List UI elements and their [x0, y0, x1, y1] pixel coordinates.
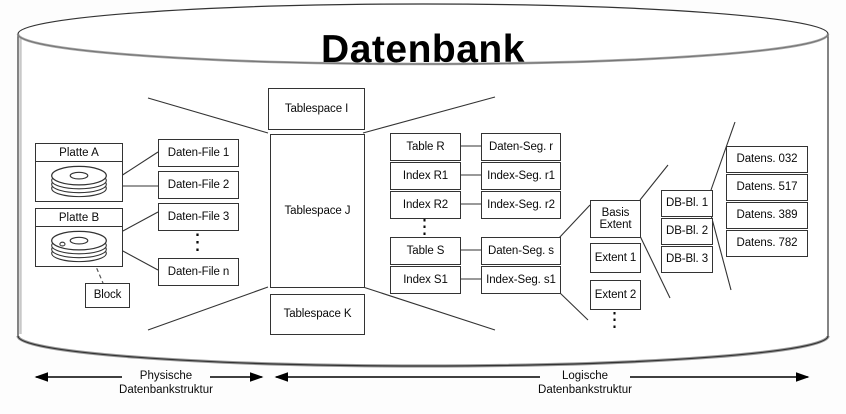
connector-extent-to-dbblock	[639, 164, 671, 299]
connector-tablespace-to-objects	[362, 96, 496, 331]
axis-label-logische-line1: Logische	[561, 370, 609, 382]
axis-label-logische: Logische Datenbankstruktur	[525, 369, 645, 398]
disk-platte-a-label: Platte A	[36, 144, 122, 162]
disk-platte-a[interactable]: Platte A	[35, 143, 123, 202]
connector-datafile-to-tablespace	[147, 97, 269, 331]
connector-segment-to-extent	[558, 204, 591, 321]
axis-label-logische-line2: Datenbankstruktur	[538, 384, 632, 397]
connector-disk-to-datafile	[120, 151, 159, 271]
disk-platte-b-label: Platte B	[36, 209, 122, 227]
page-title: Datenbank	[321, 28, 525, 71]
connector-object-to-segment	[459, 145, 481, 280]
disk-platte-b[interactable]: Platte B	[35, 208, 123, 267]
axis-label-physische-line2: Datenbankstruktur	[119, 384, 213, 397]
connector-dbblock-to-record	[710, 121, 736, 291]
disk-platter-icon	[51, 165, 107, 198]
block-marker-icon	[59, 241, 66, 247]
disk-platter-icon	[51, 230, 107, 263]
axis-label-physische: Physische Datenbankstruktur	[106, 369, 226, 398]
axis-label-physische-line1: Physische	[139, 370, 193, 382]
